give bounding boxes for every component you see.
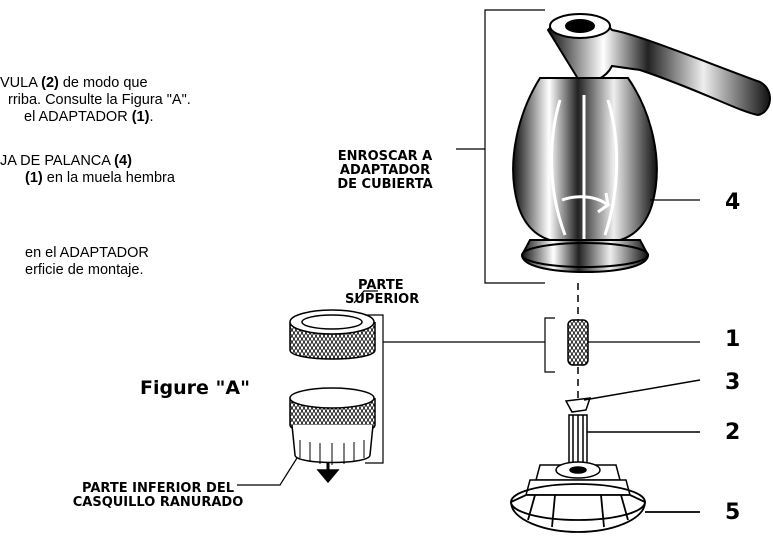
callout-4: 4 [725,190,741,215]
figure-a-bracket [365,314,545,464]
instruction-line-4: JA DE PALANCA (4) [0,153,132,169]
valve-part-2 [525,414,700,496]
instruction-line-6: en el ADAPTADOR [25,245,149,261]
callout-3: 3 [725,370,741,395]
adapter-part-1 [544,317,700,373]
figure-a-label: Figure "A" [140,377,250,399]
screw-part-3 [564,379,701,413]
top-part-label: PARTE SUPERIOR [345,278,420,307]
figure-a-bottom-cartridge [237,387,376,486]
lever-handle [512,13,771,274]
callout-5: 5 [725,500,741,525]
thread-bracket [456,9,545,284]
thread-label: ENROSCAR A ADAPTADOR DE CUBIERTA [337,149,433,192]
bottom-part-label: PARTE INFERIOR DEL CASQUILLO RANURADO [72,481,244,510]
instruction-line-7: erficie de montaje. [25,262,144,278]
instruction-line-1: VULA (2) de modo que [0,75,148,91]
instruction-line-3: el ADAPTADOR (1). [24,109,154,125]
figure-a-top-cartridge [289,290,378,360]
callout-2: 2 [725,420,741,445]
callout-1: 1 [725,327,741,352]
base-part-5 [510,483,700,533]
instruction-line-2: rriba. Consulte la Figura "A". [8,92,191,108]
instruction-line-5: (1) en la muela hembra [25,170,175,186]
